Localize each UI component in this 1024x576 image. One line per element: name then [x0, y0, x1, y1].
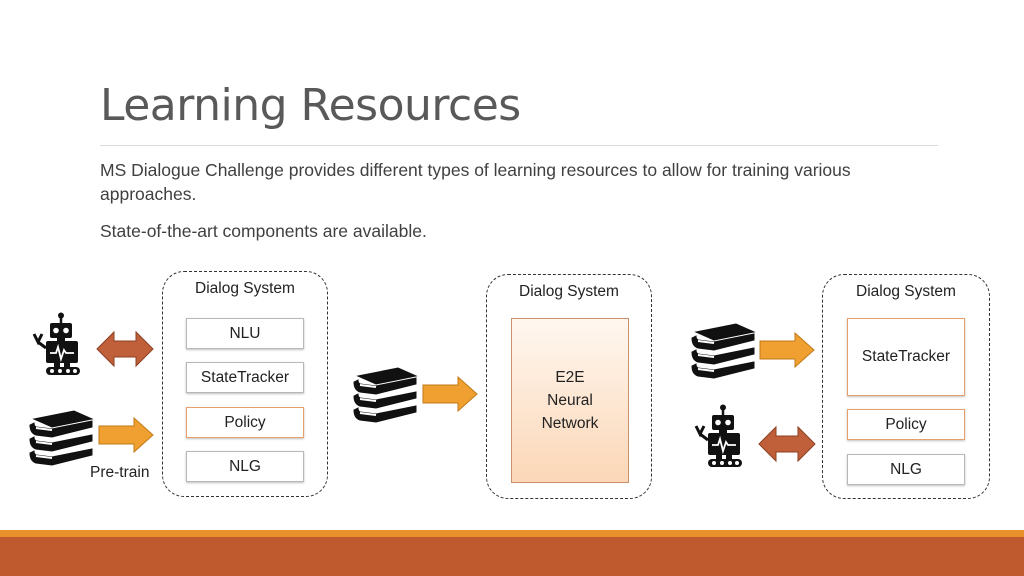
nlg-component: NLG — [186, 451, 304, 482]
books-icon — [353, 367, 418, 423]
double-arrow-icon — [758, 425, 816, 463]
right-arrow-icon — [759, 332, 815, 368]
books-icon — [29, 410, 94, 466]
dialog-system-label: Dialog System — [856, 283, 956, 300]
footer-accent-bar — [0, 530, 1024, 537]
dialog-system-box-right: Dialog System StateTracker Policy NLG — [822, 274, 990, 499]
books-icon — [691, 323, 756, 379]
right-arrow-icon — [422, 376, 478, 412]
policy-component: Policy — [847, 409, 965, 440]
page-title: Learning Resources — [100, 80, 521, 131]
dialog-system-box-middle: Dialog System E2E Neural Network — [486, 274, 652, 499]
pretrain-label: Pre-train — [90, 464, 150, 481]
e2e-line: Network — [541, 415, 599, 432]
right-arrow-icon — [98, 417, 154, 453]
nlg-component: NLG — [847, 454, 965, 485]
state-tracker-component: StateTracker — [847, 318, 965, 396]
double-arrow-icon — [96, 330, 154, 368]
e2e-line: E2E — [555, 369, 585, 386]
title-divider — [100, 145, 938, 146]
dialog-system-label: Dialog System — [195, 280, 295, 297]
intro-paragraph: MS Dialogue Challenge provides different… — [100, 160, 851, 204]
policy-component: Policy — [186, 407, 304, 438]
dialog-system-label: Dialog System — [519, 283, 619, 300]
state-tracker-component: StateTracker — [186, 362, 304, 393]
robot-icon — [32, 312, 80, 375]
footer-bar — [0, 537, 1024, 576]
dialog-system-box-left: Dialog System NLU StateTracker Policy NL… — [162, 271, 328, 497]
components-paragraph: State-of-the-art components are availabl… — [100, 221, 427, 241]
nlu-component: NLU — [186, 318, 304, 349]
e2e-neural-network-block: E2E Neural Network — [511, 318, 629, 483]
robot-icon — [694, 404, 742, 467]
e2e-line: Neural — [547, 392, 593, 409]
